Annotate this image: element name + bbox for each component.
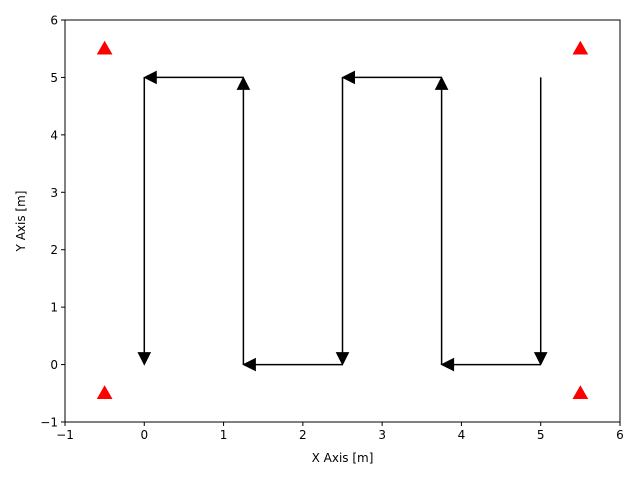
path-arrow [341,70,442,85]
triangle-marker [96,385,113,400]
y-tick-label: 3 [50,186,58,200]
path-arrow [236,76,251,365]
path-arrow [440,357,541,372]
x-tick-label: −1 [56,428,74,442]
arrow-head [236,76,251,90]
arrow-head [533,352,548,366]
path-arrow [242,357,343,372]
x-tick-label: 6 [616,428,624,442]
triangle-marker [572,385,589,400]
y-tick-label: 1 [50,301,58,315]
x-tick-label: 2 [299,428,307,442]
arrow-head [440,357,455,372]
triangle-marker [96,40,113,55]
y-tick-label: 0 [50,358,58,372]
y-tick-label: 2 [50,243,58,257]
arrow-head [434,76,449,90]
arrow-head [335,352,350,366]
x-axis-ticks: −1 0 1 2 3 4 5 6 [56,422,624,442]
arrow-head [341,70,355,85]
triangle-marker [572,40,589,55]
x-tick-label: 1 [220,428,228,442]
y-axis-title: Y Axis [m] [14,191,28,253]
y-axis-ticks: −1 0 1 2 3 4 5 6 [40,14,65,430]
y-tick-label: −1 [40,416,58,430]
path-arrow [335,77,350,366]
y-tick-label: 4 [50,128,58,142]
x-tick-label: 3 [378,428,386,442]
path-arrow [434,76,449,365]
y-tick-label: 5 [50,71,58,85]
plot-frame [64,19,621,423]
arrow-head [242,357,256,372]
path-arrow [137,77,152,366]
arrow-head [137,352,152,366]
path-arrow [143,70,244,85]
path-arrow [533,77,548,366]
x-tick-label: 5 [537,428,545,442]
corner-markers [96,40,589,400]
x-axis-title: X Axis [m] [312,451,374,465]
y-tick-label: 6 [50,14,58,28]
arrow-head [143,70,157,85]
x-tick-label: 0 [140,428,148,442]
x-tick-label: 4 [458,428,466,442]
path-arrows [137,70,548,372]
